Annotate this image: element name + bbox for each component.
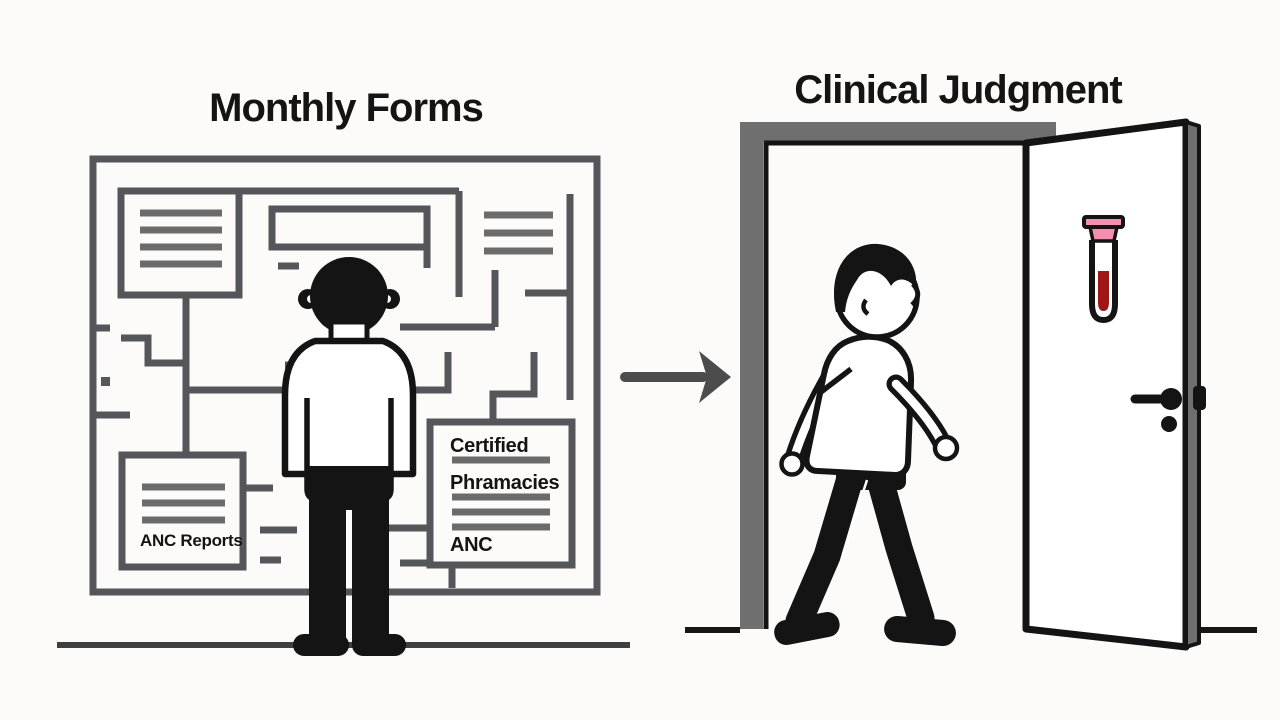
standing-person-icon bbox=[281, 257, 417, 656]
test-tube-blood bbox=[1098, 271, 1109, 311]
certified-label-line2: Phramacies bbox=[450, 472, 559, 494]
walking-person-front-shoe bbox=[884, 615, 956, 647]
walking-person-front-hand bbox=[932, 434, 960, 462]
arrow-icon bbox=[620, 351, 731, 403]
anc-reports-lines bbox=[142, 483, 225, 524]
walking-person-icon bbox=[774, 243, 960, 647]
door-panel bbox=[1022, 118, 1190, 651]
certified-box-border bbox=[426, 418, 576, 569]
maze-walls bbox=[93, 187, 574, 588]
maze-dot bbox=[101, 377, 110, 386]
test-tube-lip bbox=[1082, 215, 1125, 229]
left-scene: Monthly Forms ANC Reports bbox=[57, 86, 630, 656]
anc-reports-box-border bbox=[118, 451, 247, 571]
certified-label-line1: Certified bbox=[450, 435, 528, 457]
anc-reports-box: ANC Reports bbox=[118, 451, 247, 571]
standing-person-shirt bbox=[281, 337, 417, 478]
door-icon bbox=[1022, 118, 1206, 651]
walking-person-back-hand bbox=[779, 451, 805, 477]
test-tube-cap bbox=[1087, 225, 1120, 243]
sleeve-seam bbox=[819, 366, 853, 395]
certified-dividers bbox=[452, 493, 550, 531]
certified-pharmacies-box: Certified Phramacies ANC bbox=[426, 418, 576, 569]
certified-label-line3: ANC bbox=[450, 534, 492, 556]
form-box-top-left bbox=[117, 187, 243, 299]
walking-person-front-leg bbox=[860, 444, 935, 632]
standing-person-left-shoe bbox=[293, 634, 349, 656]
right-scene: Clinical Judgment bbox=[685, 68, 1257, 651]
door-handle-icon bbox=[1130, 386, 1206, 432]
walking-person-shirt bbox=[803, 333, 915, 478]
standing-person-right-shoe bbox=[352, 634, 406, 656]
left-title: Monthly Forms bbox=[209, 86, 483, 130]
walking-person-ear bbox=[861, 298, 870, 316]
door-latch bbox=[1193, 386, 1206, 410]
right-title: Clinical Judgment bbox=[794, 68, 1122, 112]
walking-person-hair bbox=[834, 243, 916, 312]
form-lines-top-left bbox=[140, 209, 222, 268]
walking-person-front-arm-fill bbox=[891, 379, 946, 446]
walking-person-back-leg bbox=[785, 444, 870, 635]
form-lines-right bbox=[484, 211, 553, 255]
door-frame bbox=[740, 122, 1056, 629]
maze-center-box bbox=[268, 205, 431, 251]
anc-reports-label: ANC Reports bbox=[140, 531, 243, 550]
standing-person-head bbox=[310, 257, 388, 335]
walking-person-back-shoe bbox=[774, 612, 840, 646]
walking-person-nose bbox=[910, 282, 921, 307]
test-tube-icon bbox=[1082, 215, 1125, 324]
standing-person-pants bbox=[309, 466, 389, 645]
door-edge bbox=[1184, 120, 1201, 649]
pants-fold-line bbox=[841, 479, 869, 555]
